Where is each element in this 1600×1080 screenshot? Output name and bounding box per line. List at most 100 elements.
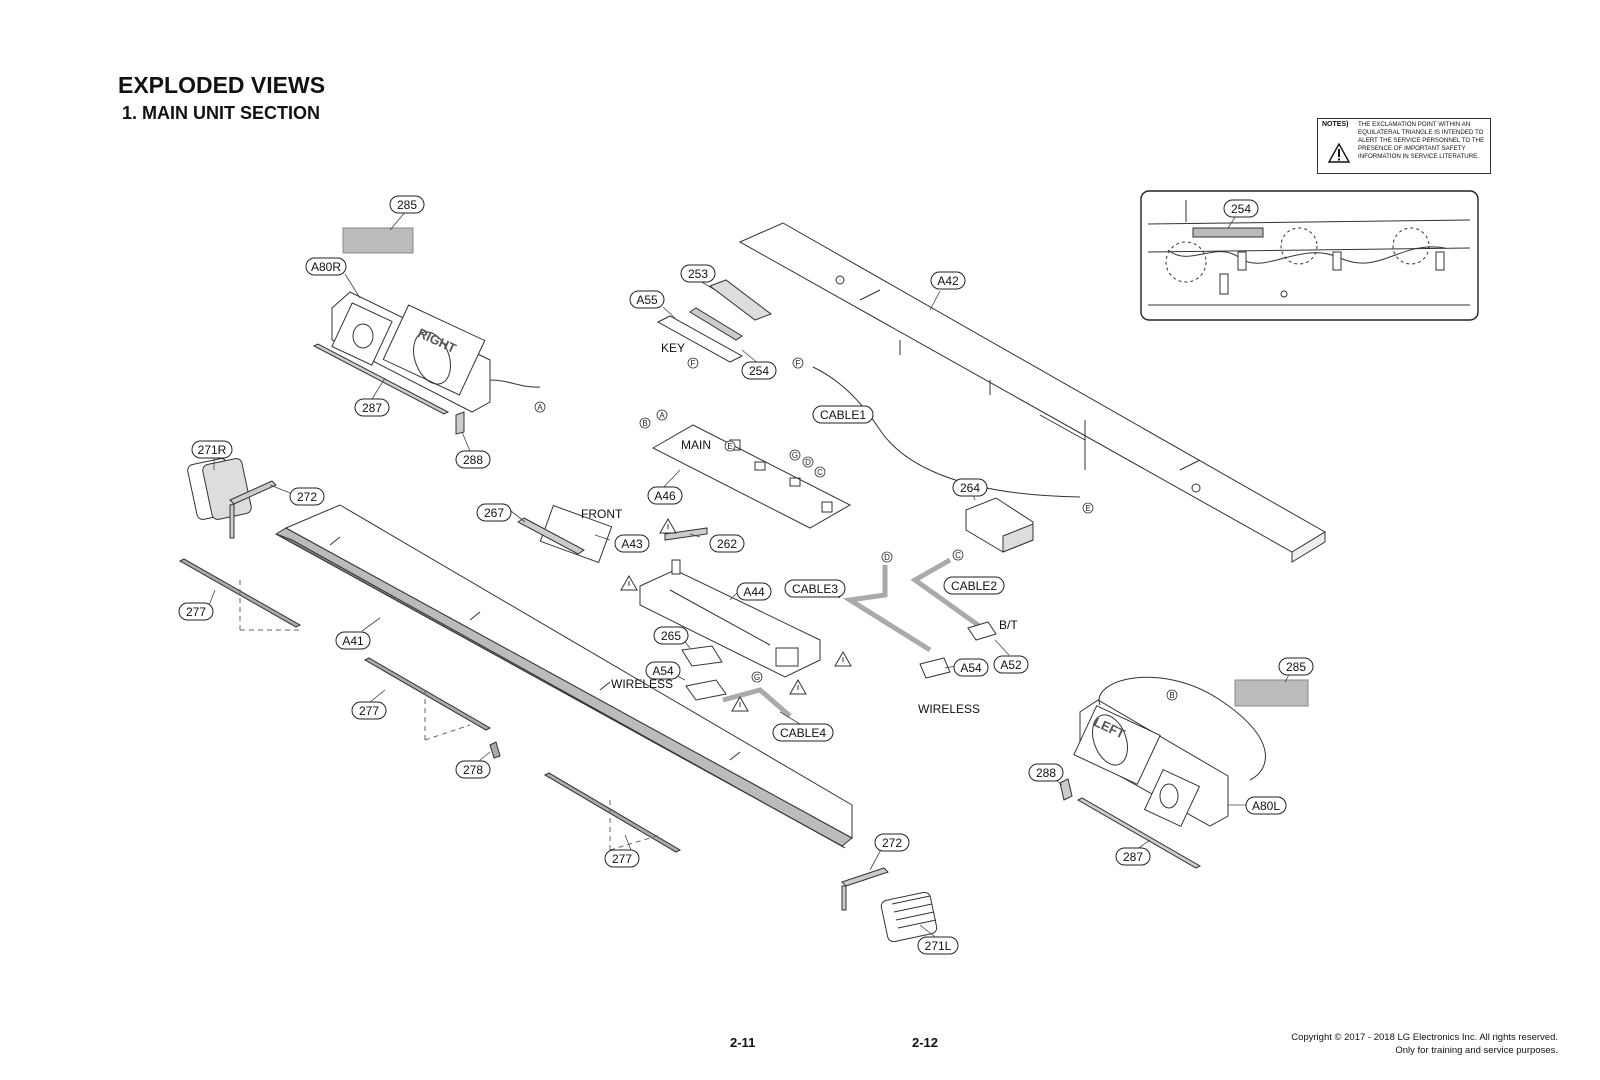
svg-text:CABLE1: CABLE1 [820,408,866,422]
part-254-key [689,307,743,341]
part-253 [708,279,773,321]
callout-a55: A55 [629,290,665,309]
callout-287-left: 287 [1115,847,1151,866]
callout-a41: A41 [335,631,371,650]
svg-text:D: D [884,553,890,562]
page-number-left: 2-11 [730,1035,756,1050]
callout-cable1: CABLE1 [812,405,874,424]
end-cap-271l [880,891,938,943]
top-frame-a42 [738,222,1326,563]
cable2 [910,557,987,633]
svg-text:277: 277 [186,605,206,619]
page-title: EXPLODED VIEWS [118,72,326,98]
copyright: Copyright © 2017 - 2018 LG Electronics I… [1291,1031,1558,1057]
callout-265: 265 [653,626,689,645]
callout-a80r: A80R [305,257,347,276]
connector-b-1: B [639,417,651,429]
pad-285-right [342,227,414,254]
callout-cable3: CABLE3 [784,579,846,598]
svg-text:D: D [805,458,811,467]
connector-c-1: C [814,466,826,478]
svg-text:254: 254 [1231,202,1251,216]
svg-text:253: 253 [688,267,708,281]
callout-277-b: 277 [351,701,387,720]
callout-a46: A46 [647,486,683,505]
connector-f-2: F [792,357,804,369]
svg-text:267: 267 [484,506,504,520]
callout-285-left: 285 [1278,657,1314,676]
front-grille-a41 [274,504,853,849]
strip-277-b [363,657,492,731]
callout-267: 267 [476,503,512,522]
svg-text:A55: A55 [636,293,658,307]
svg-text:A43: A43 [621,537,643,551]
svg-text:288: 288 [1036,766,1056,780]
svg-text:288: 288 [463,453,483,467]
svg-text:A42: A42 [937,274,959,288]
callout-288-left: 288 [1028,763,1064,782]
connector-f-1: F [687,357,699,369]
connector-a-2: A [656,409,668,421]
copyright-line-2: Only for training and service purposes. [1395,1045,1558,1056]
svg-text:287: 287 [362,401,382,415]
bracket-264 [965,497,1034,553]
svg-text:278: 278 [463,763,483,777]
svg-text:F: F [691,359,696,368]
main-board-a46 [651,424,852,529]
warning-triangle-icon [620,574,638,591]
callout-272-right: 272 [289,487,325,506]
notes-box: NOTES) THE EXCLAMATION POINT WITHIN AN E… [1317,118,1491,174]
page-number-right: 2-12 [912,1035,939,1050]
pad-288-left [1059,778,1073,801]
label-bt: B/T [999,618,1018,632]
svg-text:262: 262 [717,537,737,551]
label-wireless-left: WIRELESS [611,677,673,691]
svg-text:285: 285 [397,198,417,212]
svg-text:285: 285 [1286,660,1306,674]
svg-text:277: 277 [612,852,632,866]
part-265 [681,645,723,667]
connector-a-1: A [534,401,546,413]
svg-text:G: G [754,673,760,682]
svg-text:A41: A41 [342,634,364,648]
front-board-a43 [539,504,613,564]
svg-text:A80R: A80R [311,260,341,274]
pad-272-left [841,867,889,887]
svg-text:A: A [659,411,665,420]
pad-272-right [229,480,277,505]
svg-text:B: B [1169,691,1174,700]
label-front: FRONT [581,507,623,521]
callout-285-right: 285 [389,195,425,214]
svg-text:264: 264 [960,481,980,495]
svg-text:277: 277 [359,704,379,718]
detail-inset [1140,190,1479,321]
warning-triangle-icon [834,650,852,667]
callout-262: 262 [709,534,745,553]
callout-277-c: 277 [604,849,640,868]
cable3 [842,565,932,653]
end-cap-271r [187,458,252,520]
callout-272-left: 272 [874,833,910,852]
pad-262 [664,527,708,541]
speaker-a80r [331,291,541,413]
strip-277-c [543,772,682,853]
svg-text:CABLE2: CABLE2 [951,579,997,593]
svg-text:A: A [537,403,543,412]
wireless-module-a54-right [919,657,951,679]
svg-text:A46: A46 [654,489,676,503]
cable4 [722,687,792,718]
notes-text: THE EXCLAMATION POINT WITHIN AN EQUILATE… [1358,121,1485,160]
callout-271r: 271R [191,440,233,459]
pad-285-left [1234,679,1309,707]
connector-d-2: D [881,551,893,563]
callout-a42: A42 [930,271,966,290]
svg-text:CABLE4: CABLE4 [780,726,826,740]
callout-278: 278 [455,760,491,779]
callout-253: 253 [680,264,716,283]
callout-271l: 271L [917,936,959,955]
callout-254-detail: 254 [1223,199,1259,218]
strip-287-right [312,343,450,415]
svg-text:B: B [642,419,647,428]
warning-triangle-icon [731,695,749,712]
